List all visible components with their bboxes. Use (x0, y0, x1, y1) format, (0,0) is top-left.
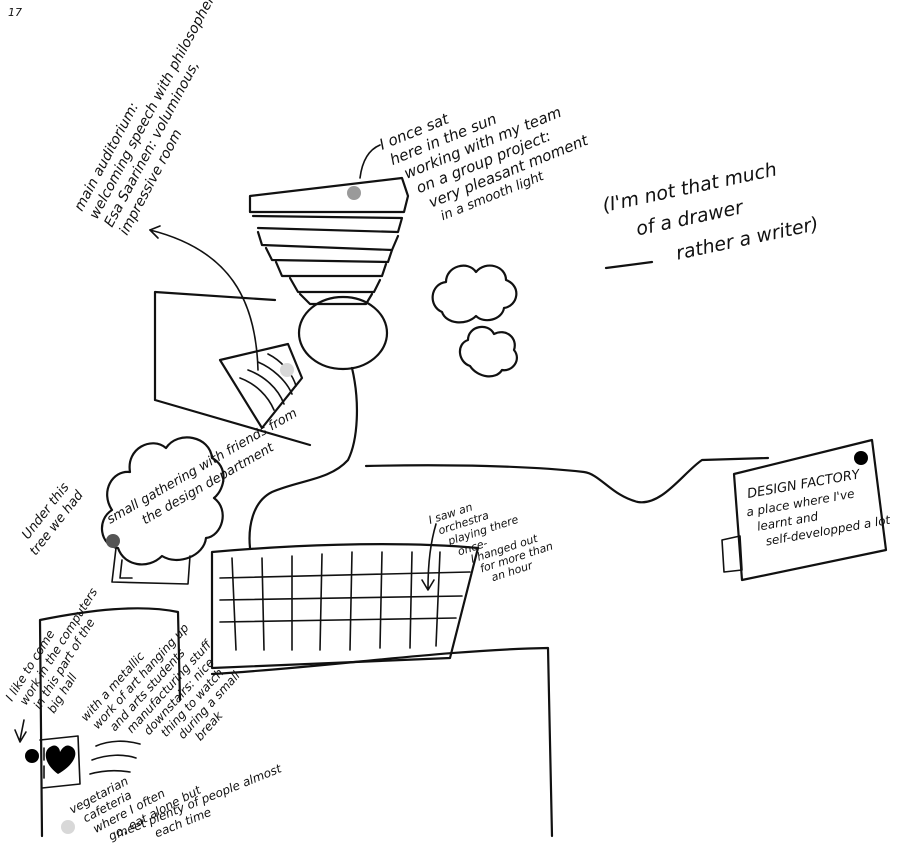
page-number: 17 (8, 6, 22, 19)
friends-note-line: small gathering with friends from (105, 406, 300, 528)
design-factory-note: DESIGN FACTORY a place where I've learnt… (745, 467, 892, 548)
auditorium-note: main auditorium: welcoming speech with p… (71, 0, 218, 238)
heart-icon (45, 745, 76, 774)
design-factory-box (721, 438, 888, 582)
sun-note: I once sat here in the sun working with … (377, 103, 592, 224)
tree-note: Under this tree we had (19, 480, 87, 559)
left-wall (153, 290, 312, 447)
auditorium-dot (347, 186, 361, 200)
orchestra-arrow (421, 523, 437, 591)
orchestra-note: I saw an orchestra playing there once- I… (427, 500, 555, 584)
right-building (210, 646, 554, 838)
path-vertical (248, 366, 359, 550)
tree-dot (106, 534, 120, 548)
big-hall-outline (38, 607, 182, 838)
cafeteria-drawing (39, 735, 141, 789)
cafeteria-dot-dark (25, 749, 39, 763)
design-factory-dot (854, 451, 868, 465)
cloud-upper (431, 264, 518, 324)
friends-note: small gathering with friends from the de… (105, 406, 300, 528)
big-hall-arrow (14, 719, 27, 743)
sun-note-pointer (359, 144, 381, 179)
drawer-dash (604, 260, 654, 270)
big-hall-note-cont: with a metallic work of art hanging up a… (78, 621, 243, 744)
auditorium-drawing (248, 176, 410, 371)
tree-base (111, 547, 191, 585)
fan-dot (280, 363, 294, 377)
path-right (364, 456, 770, 504)
auditorium-arrow (149, 229, 259, 371)
drawer-note: (I'm not that much of a drawer rather a … (600, 158, 820, 264)
cloud-lower (458, 325, 518, 378)
fan-structure (218, 342, 304, 430)
grid-building (210, 543, 480, 670)
cafeteria-dot-light (61, 820, 75, 834)
tree-canopy (101, 436, 225, 566)
